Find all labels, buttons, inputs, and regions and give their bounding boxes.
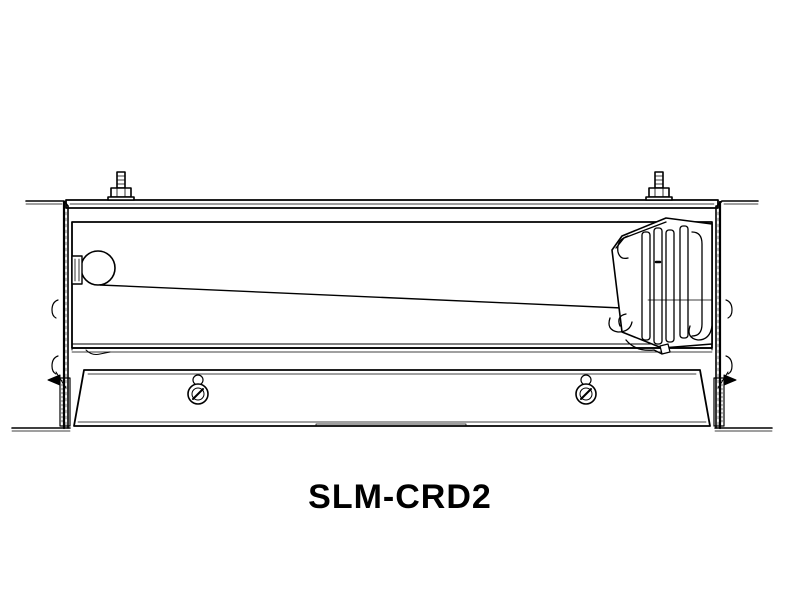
- spring-clip-icon: [51, 299, 733, 375]
- side-wall-right: [711, 200, 725, 430]
- mounting-point-left: [47, 371, 67, 389]
- top-plate: [65, 199, 719, 209]
- ceiling-line-left: [11, 427, 71, 432]
- damper-housing: [71, 221, 713, 353]
- side-wall-left: [59, 200, 73, 430]
- top-flange-right: [716, 200, 759, 207]
- mounting-point-right: [717, 371, 737, 389]
- hex-nut-icon: [107, 171, 135, 201]
- damper-blade: [99, 284, 623, 309]
- hex-nut-icon: [645, 171, 673, 201]
- screw-icon: [187, 374, 209, 405]
- diffuser-face: [73, 369, 711, 427]
- hinge-left: [85, 349, 111, 355]
- damper-section-drawing: [11, 171, 773, 432]
- spring-mechanism: [608, 217, 713, 355]
- ceiling-line-right: [714, 427, 773, 432]
- top-flange-left: [25, 200, 69, 207]
- model-caption: SLM-CRD2: [308, 478, 492, 516]
- roller-icon: [71, 250, 116, 286]
- screw-icon: [575, 374, 597, 405]
